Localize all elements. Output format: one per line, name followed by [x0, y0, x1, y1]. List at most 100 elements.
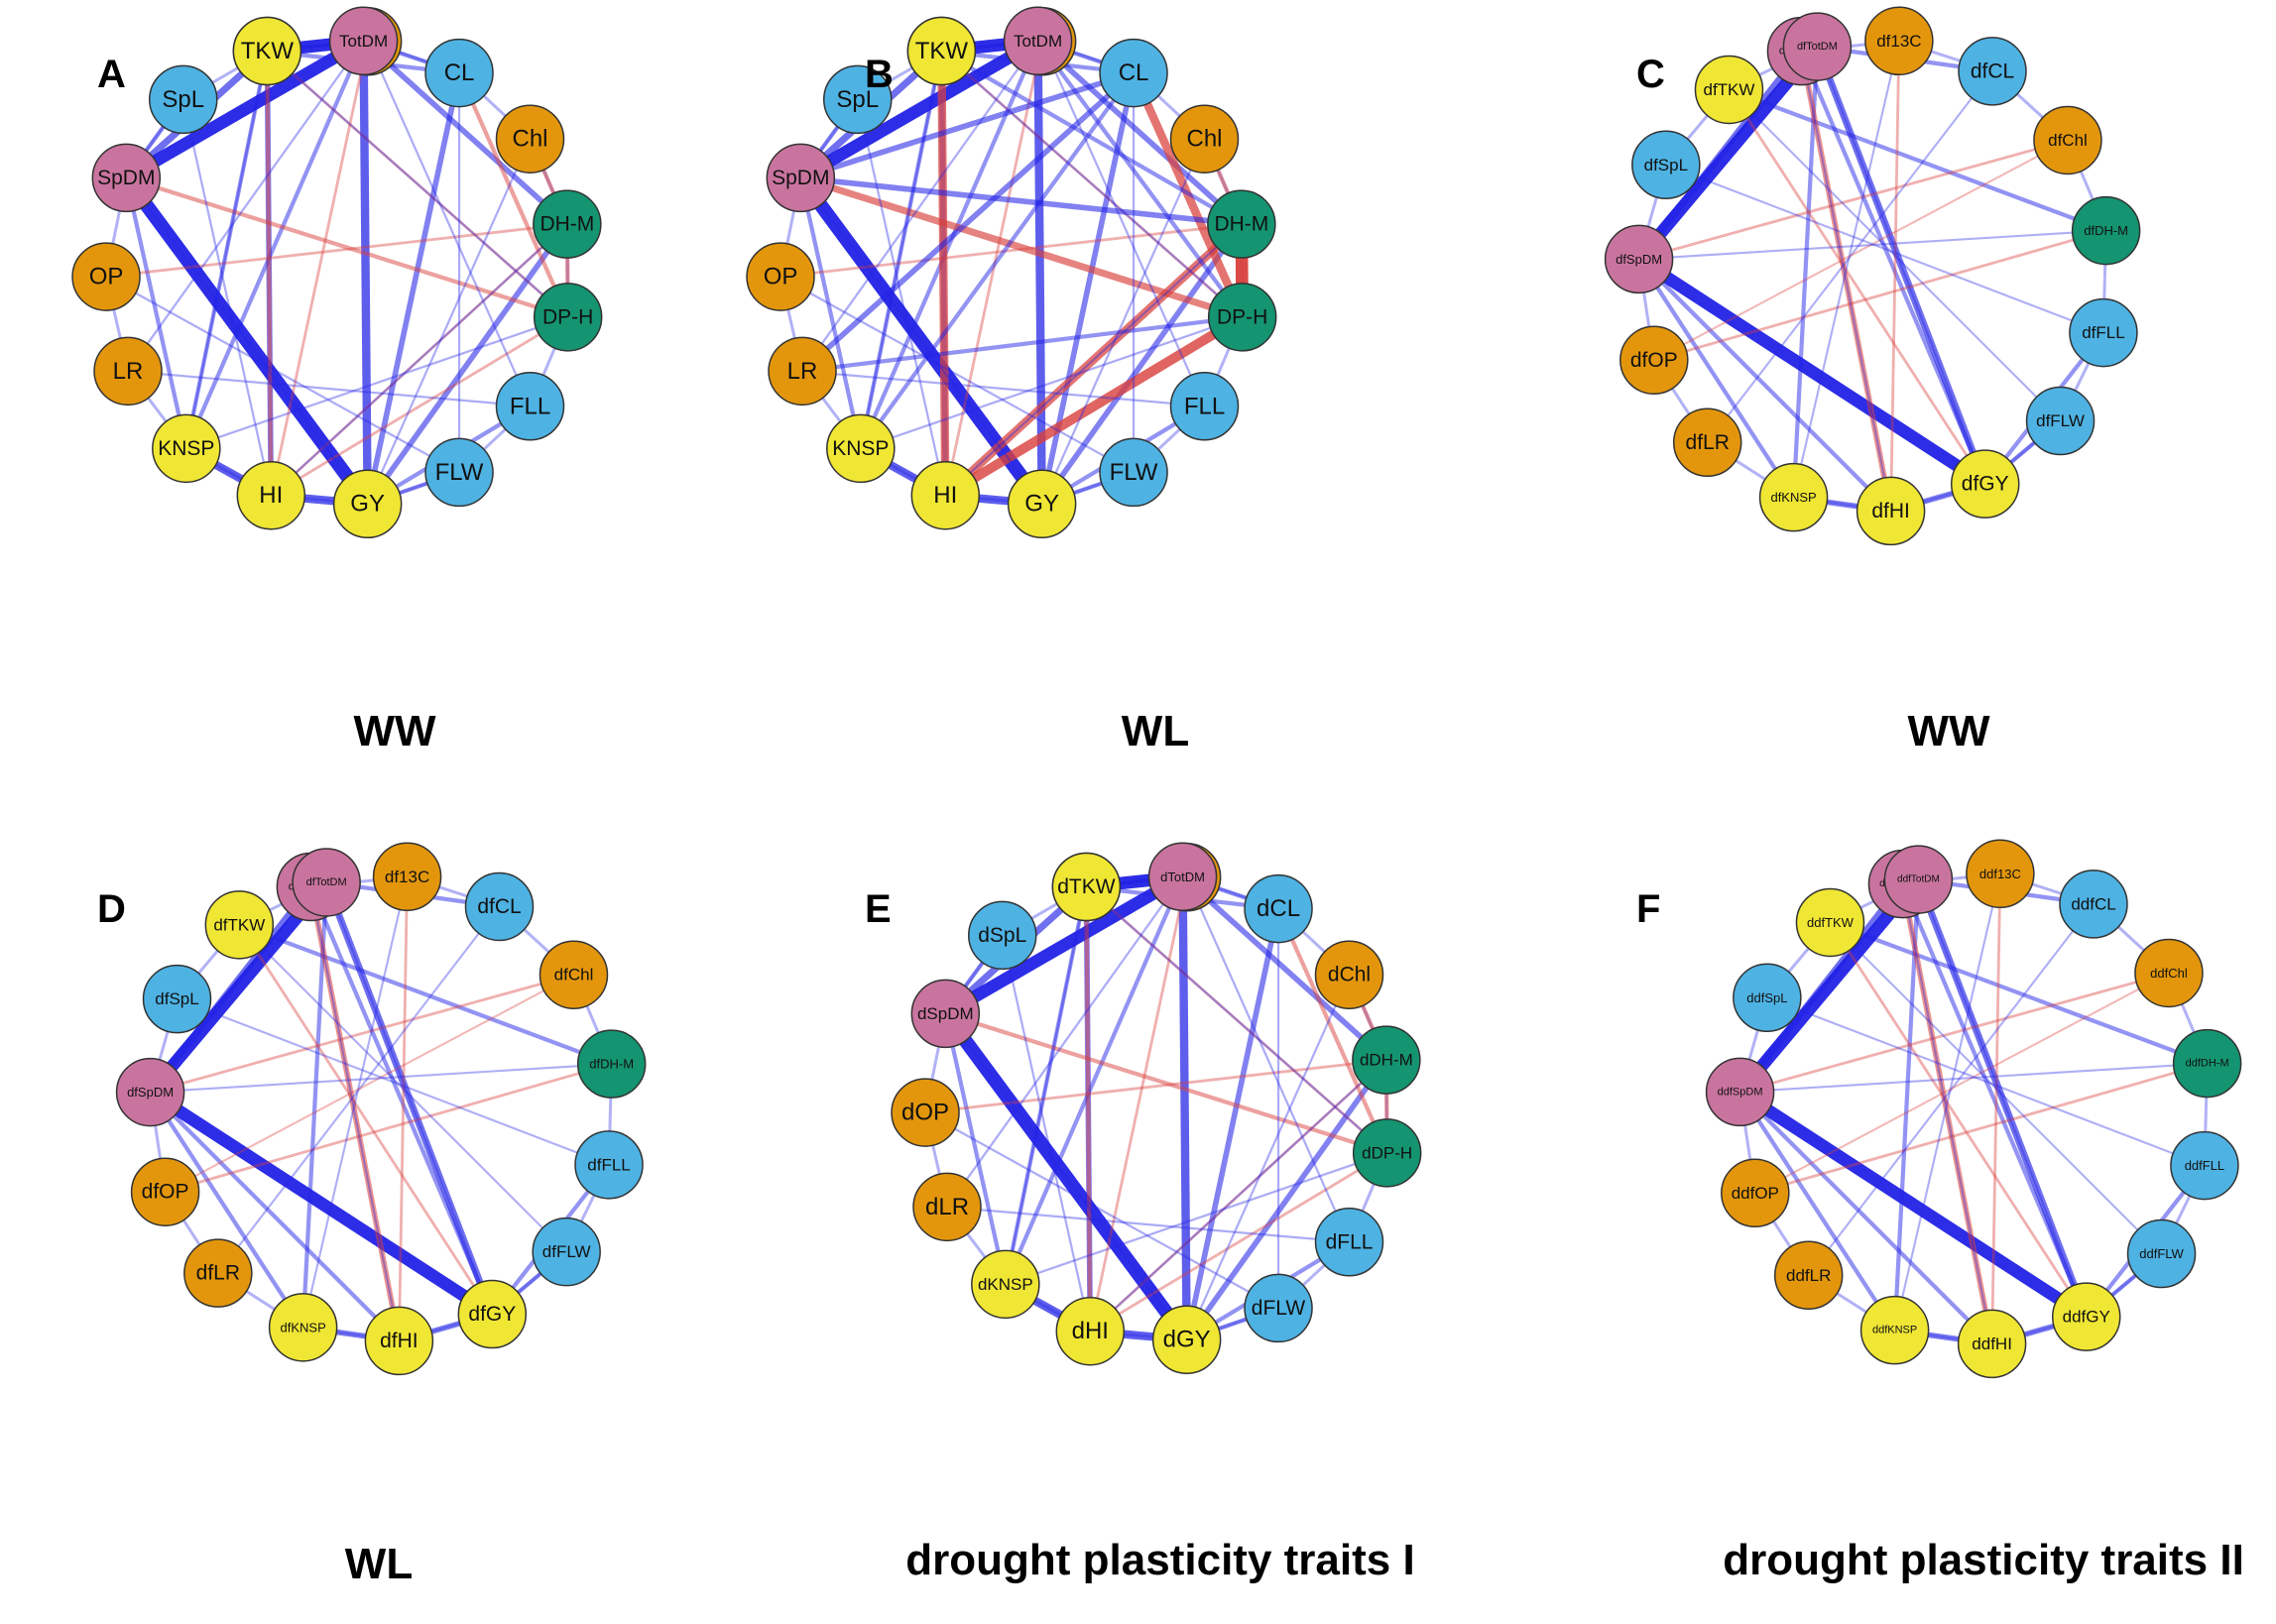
edge — [366, 40, 532, 407]
node-circle — [1244, 873, 1313, 944]
edge — [793, 171, 1049, 512]
node-dfhi: dfHI — [1856, 476, 1926, 546]
node-dfcl: dfCL — [464, 871, 535, 942]
node-label: dfFLW — [542, 1242, 591, 1261]
panel-letter: D — [97, 887, 126, 931]
node-dh-m: DH-M — [533, 189, 602, 259]
edge — [269, 315, 570, 498]
node-dflr: dfLR — [183, 1238, 253, 1308]
network-panel-e: dVegDMd13CdCLdChldDH-MdDP-HdFLLdFLWdGYdH… — [865, 842, 1422, 1584]
edge — [859, 50, 943, 450]
node-circle — [2071, 195, 2141, 266]
node-dlr: dLR — [912, 1172, 982, 1242]
edge — [124, 175, 188, 451]
node-circle — [1856, 476, 1926, 546]
node-label: TKW — [241, 38, 295, 64]
node-circle — [142, 964, 212, 1034]
node-label: DH-M — [539, 213, 594, 236]
edge — [859, 315, 1244, 450]
edge — [147, 883, 314, 1097]
nodes-group: VegDM13CCLChlDH-MDP-HFLLFLWGYHIKNSPLROPS… — [71, 6, 603, 538]
nodes-group: ddfVegDMddf13CddfCLddfChlddfDH-MddfFLLdd… — [1705, 839, 2242, 1379]
node-circle — [1966, 839, 2035, 909]
node-circle — [2170, 1130, 2239, 1201]
node-label: ddfSpL — [1746, 990, 1787, 1005]
node-ddfspl: ddfSpL — [1733, 963, 1802, 1033]
node-dfhi: dfHI — [364, 1306, 434, 1376]
edge — [124, 175, 570, 319]
node-label: DP-H — [1217, 305, 1267, 328]
node-label: dDH-M — [1360, 1051, 1413, 1070]
node-circle — [236, 460, 306, 530]
node-dftkw: dfTKW — [204, 890, 275, 960]
node-cl: CL — [1099, 38, 1168, 108]
node-circle — [328, 6, 399, 76]
node-label: dTKW — [1057, 875, 1116, 898]
edge — [1178, 872, 1191, 1344]
edge — [1893, 872, 2001, 1332]
node-label: TKW — [915, 38, 969, 64]
node-circle — [533, 189, 602, 259]
node-circle — [2126, 1218, 2197, 1289]
edge — [364, 221, 570, 508]
node-label: dfHI — [1871, 500, 1910, 522]
node-df13c: df13C — [372, 842, 442, 912]
edge — [360, 38, 570, 227]
node-dflr: dfLR — [1672, 407, 1742, 478]
panel-letter: E — [865, 887, 892, 931]
nodes-group: dfVegDMdf13CdfCLdfChldfDH-MdfFLLdfFLWdfG… — [115, 842, 647, 1376]
node-label: dOP — [901, 1100, 949, 1126]
node-label: dfKNSP — [1770, 490, 1816, 505]
node-label: dfChl — [2048, 131, 2088, 150]
edge — [945, 875, 1184, 1209]
node-circle — [93, 336, 163, 406]
node-label: CL — [1119, 59, 1149, 86]
node-circle — [1207, 283, 1277, 352]
node-circle — [457, 1279, 528, 1349]
node-dfflw: dfFLW — [2025, 386, 2096, 456]
node-circle — [1758, 462, 1829, 532]
node-circle — [1604, 224, 1674, 294]
edge — [183, 39, 366, 451]
edge — [270, 223, 568, 497]
node-circle — [130, 1157, 200, 1226]
edge — [1636, 257, 1893, 514]
node-label: dCL — [1257, 895, 1300, 922]
panel-caption: WW — [1907, 707, 1990, 755]
edge — [1083, 883, 1094, 1334]
edge — [1129, 68, 1247, 322]
edge — [1753, 972, 2171, 1195]
network-panel-f: ddfVegDMddf13CddfCLddfChlddfDH-MddfFLLdd… — [1636, 839, 2244, 1584]
node-circle — [115, 1057, 185, 1127]
node-circle — [2033, 105, 2102, 175]
edge — [184, 315, 569, 450]
node-dfgy: dfGY — [1950, 449, 2020, 519]
node-dfspdm: dfSpDM — [115, 1057, 185, 1127]
node-spl: SpL — [823, 64, 893, 135]
node-op: OP — [71, 242, 141, 311]
node-chl: Chl — [495, 104, 565, 174]
node-label: dDP-H — [1362, 1143, 1412, 1162]
edge — [1828, 920, 2210, 1066]
edge — [237, 923, 494, 1316]
node-circle — [1733, 963, 1802, 1033]
edge — [1001, 934, 1092, 1333]
edge — [858, 49, 944, 451]
node-flw: FLW — [424, 437, 494, 508]
node-dftkw: dfTKW — [1694, 55, 1764, 125]
edge — [149, 1063, 613, 1094]
edge — [266, 50, 569, 318]
node-gy: GY — [332, 469, 403, 538]
node-label: dFLL — [1326, 1230, 1374, 1253]
node-dtotdm: dTotDM — [1147, 842, 1218, 912]
node-dfspl: dfSpL — [1631, 130, 1701, 200]
node-circle — [826, 413, 896, 484]
node-cl: CL — [424, 38, 494, 108]
node-circle — [768, 336, 837, 406]
node-dfknsp: dfKNSP — [268, 1293, 338, 1362]
node-label: SpDM — [772, 167, 829, 189]
node-circle — [1244, 1273, 1313, 1343]
node-spl: SpL — [149, 64, 218, 135]
node-circle — [424, 38, 494, 108]
node-dfknsp: dfKNSP — [1758, 462, 1829, 532]
